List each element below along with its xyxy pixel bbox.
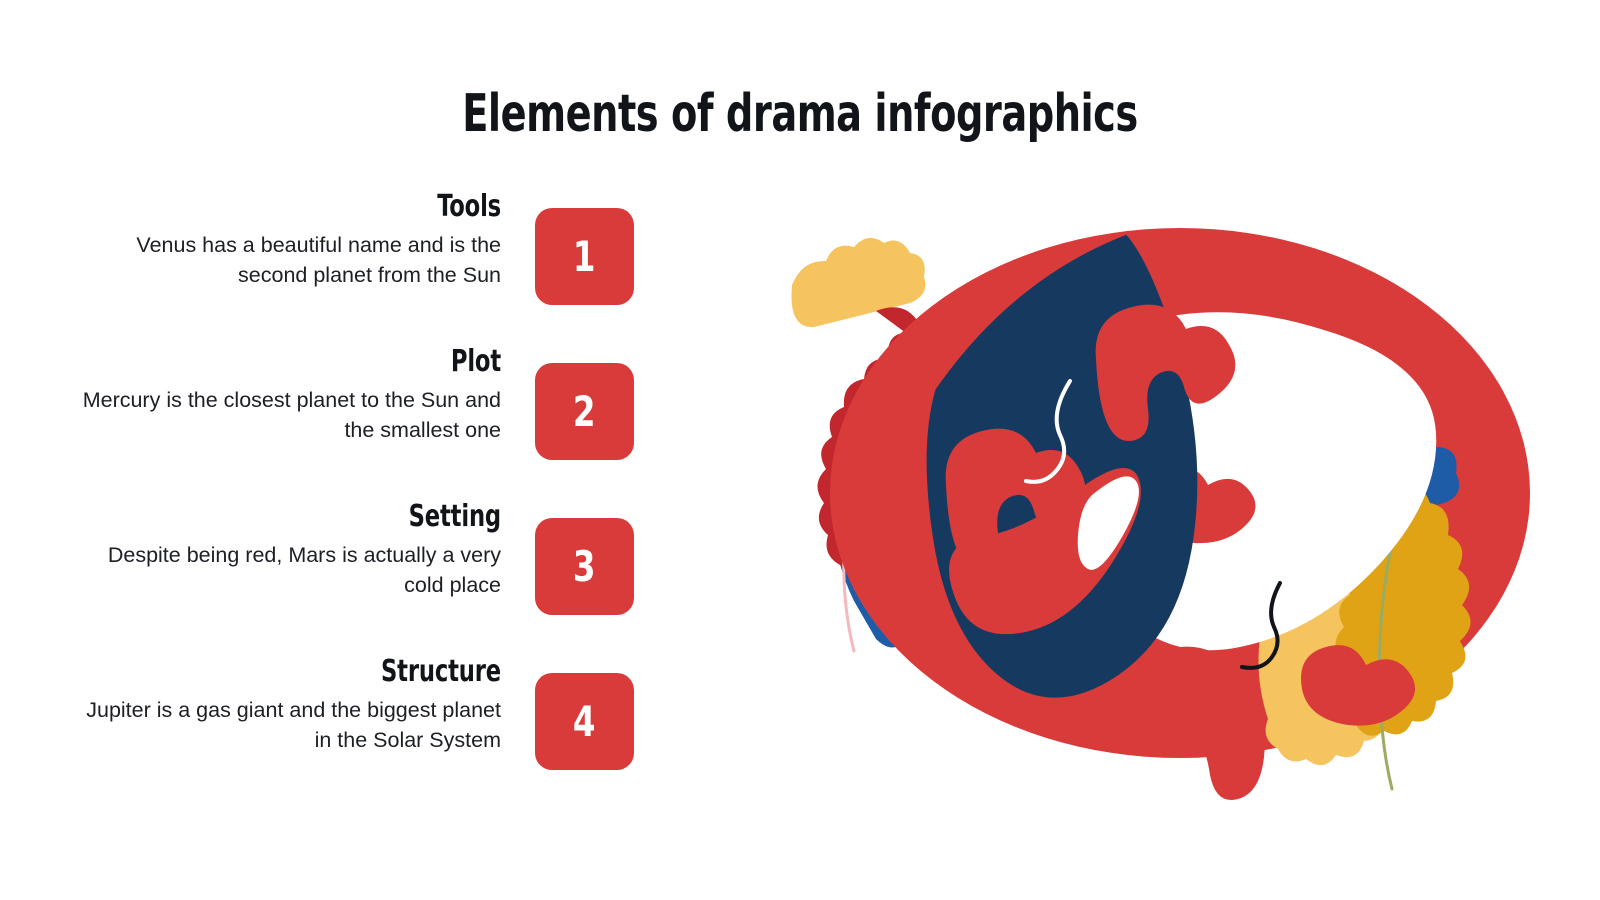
item-number-label: 4 (573, 696, 596, 746)
item-heading: Tools (437, 189, 501, 224)
item-text-block: Setting Despite being red, Mars is actua… (81, 500, 501, 600)
navy-mask-tooth-highlight (1077, 476, 1139, 570)
infographic-item-list: Tools Venus has a beautiful name and is … (60, 190, 640, 810)
item-number-badge[interactable]: 4 (535, 673, 634, 770)
item-body: Despite being red, Mars is actually a ve… (107, 543, 501, 597)
list-item: Setting Despite being red, Mars is actua… (60, 500, 640, 655)
item-text-block: Structure Jupiter is a gas giant and the… (81, 655, 501, 755)
list-item: Structure Jupiter is a gas giant and the… (60, 655, 640, 810)
page-title: Elements of drama infographics (462, 84, 1138, 144)
item-heading: Setting (408, 499, 502, 534)
item-number-label: 2 (573, 386, 596, 436)
item-text-block: Tools Venus has a beautiful name and is … (81, 190, 501, 290)
item-number-label: 1 (573, 231, 596, 281)
item-body: Jupiter is a gas giant and the biggest p… (86, 698, 501, 752)
theatre-masks-illustration (740, 165, 1580, 845)
item-number-badge[interactable]: 2 (535, 363, 634, 460)
item-text-block: Plot Mercury is the closest planet to th… (81, 345, 501, 445)
list-item: Tools Venus has a beautiful name and is … (60, 190, 640, 345)
item-number-badge[interactable]: 1 (535, 208, 634, 305)
item-heading: Structure (381, 654, 501, 689)
item-number-label: 3 (573, 541, 596, 591)
navy-mask-nose-icon (1024, 379, 1072, 484)
item-body: Mercury is the closest planet to the Sun… (82, 388, 501, 442)
item-body: Venus has a beautiful name and is the se… (136, 233, 501, 287)
navy-mask-eye-right-icon (1095, 304, 1236, 442)
white-mask-nose-icon (1240, 581, 1282, 670)
theatre-masks-svg (791, 228, 1530, 800)
item-heading: Plot (450, 344, 501, 379)
white-mask-eye-right-icon (1301, 645, 1416, 726)
navy-comedy-mask (926, 234, 1236, 698)
item-number-badge[interactable]: 3 (535, 518, 634, 615)
white-mask-mouth-icon (1112, 646, 1265, 800)
navy-mask-eye-left-icon (945, 428, 1086, 568)
left-gold-cap-icon (791, 237, 926, 328)
list-item: Plot Mercury is the closest planet to th… (60, 345, 640, 500)
